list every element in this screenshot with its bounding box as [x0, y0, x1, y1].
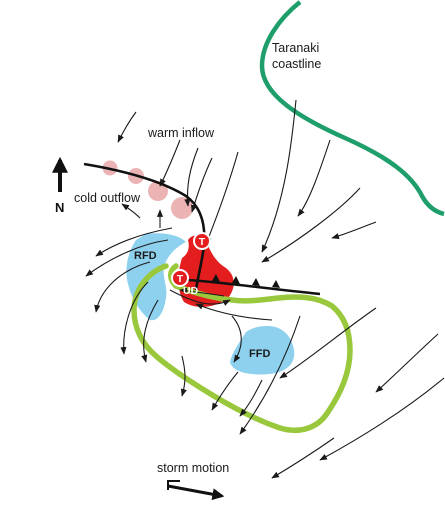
storm-motion-label: storm motion — [157, 461, 229, 475]
rfd-label: RFD — [134, 250, 157, 262]
taranaki-coastline — [259, 0, 445, 217]
tornado-label-1: T — [199, 236, 206, 248]
frontal-boundary — [83, 162, 206, 291]
tornado-marker-icon: T — [193, 232, 211, 250]
north-label: N — [55, 200, 64, 215]
coastline-label-line2: coastline — [272, 57, 321, 71]
rfd-region — [126, 233, 186, 321]
ffd-region — [230, 326, 295, 375]
front-teeth — [212, 274, 280, 288]
tornado-marker-icon: T — [171, 269, 189, 287]
coastline-label-line1: Taranaki — [272, 41, 319, 55]
warm-inflow-label: warm inflow — [147, 126, 215, 140]
flow-lines — [85, 99, 445, 479]
gust-front-line — [187, 278, 321, 296]
cold-outflow-label: cold outflow — [74, 191, 141, 205]
ud-label: UD — [183, 285, 199, 297]
tornado-label-2: T — [177, 273, 184, 285]
ffd-label: FFD — [249, 348, 270, 360]
storm-motion-arrow-icon — [167, 480, 225, 501]
storm-outline — [131, 263, 353, 434]
